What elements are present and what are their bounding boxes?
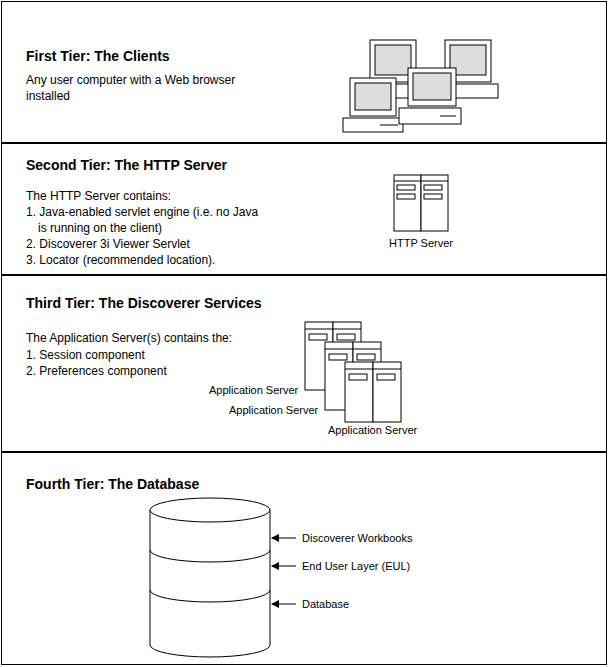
tier-separator [2,451,606,453]
server-label: Application Server [228,404,319,417]
tier-heading: Fourth Tier: The Database [26,476,199,493]
http-server-icon [394,175,448,231]
tier-band: First Tier: The ClientsAny user computer… [0,0,609,143]
layer-label: End User Layer (EUL) [301,560,411,573]
list-item: 3. Locator (recommended location). [26,252,298,268]
layer-label: Discoverer Workbooks [301,532,413,545]
leader-arrows [272,538,296,604]
server-label: HTTP Server [388,237,454,250]
tier-band: Second Tier: The HTTP ServerThe HTTP Ser… [0,143,609,275]
body-text: The Application Server(s) contains the: [26,330,286,346]
server-label: Application Server [327,424,418,437]
tier-separator [2,142,606,144]
list-item: 2. Preferences component [26,363,298,379]
body-text: Any user computer with a Web browser ins… [26,72,251,104]
list-item: 2. Discoverer 3i Viewer Servlet [26,236,298,252]
tier-heading: Third Tier: The Discoverer Services [26,295,262,312]
tier-separator [2,274,606,276]
list-item: 1. Session component [26,347,298,363]
layer-label: Database [301,598,350,611]
list-item: 1. Java-enabled servlet engine (i.e. no … [26,204,266,236]
application-server-icons [305,322,401,422]
tier-band: Third Tier: The Discoverer ServicesThe A… [0,275,609,452]
database-cylinder [150,498,270,657]
body-text: The HTTP Server contains: [26,188,286,204]
client-computers [343,40,498,132]
server-label: Application Server [208,384,299,397]
tier-heading: Second Tier: The HTTP Server [26,157,227,174]
tier-heading: First Tier: The Clients [26,48,170,65]
